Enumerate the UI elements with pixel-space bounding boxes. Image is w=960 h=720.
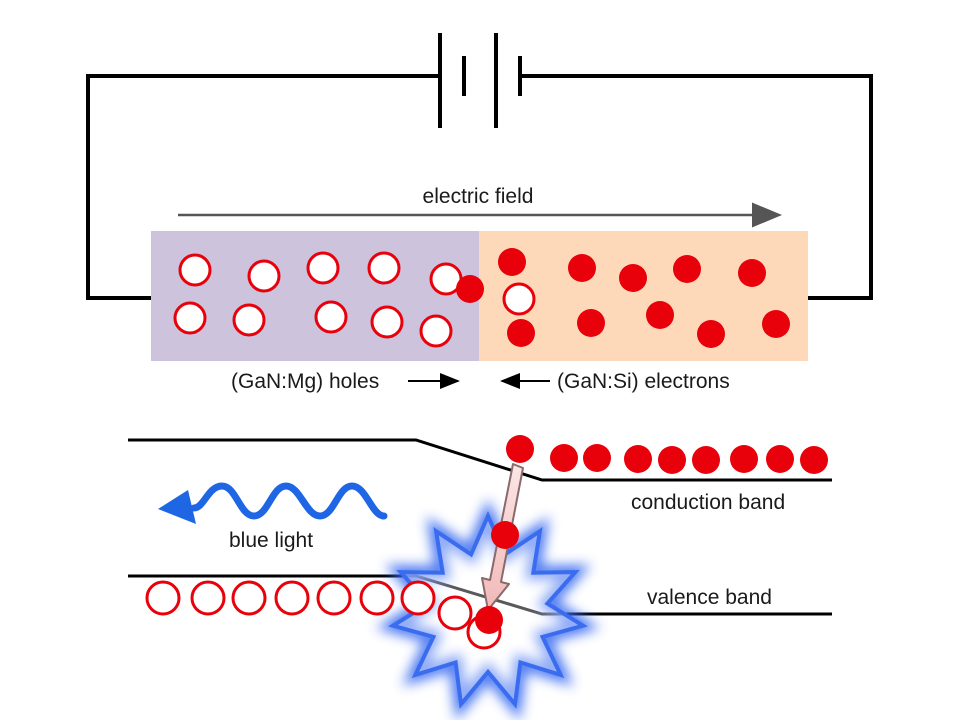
electron bbox=[800, 446, 828, 474]
holes-label: (GaN:Mg) holes bbox=[231, 370, 379, 393]
blue-light-label: blue light bbox=[229, 529, 313, 552]
hole bbox=[419, 314, 453, 348]
hole bbox=[190, 580, 226, 616]
electron bbox=[619, 264, 647, 292]
electron bbox=[766, 445, 794, 473]
electron bbox=[738, 259, 766, 287]
electron bbox=[624, 445, 652, 473]
hole bbox=[274, 580, 310, 616]
electron bbox=[506, 435, 534, 463]
valence-band-line bbox=[128, 574, 832, 616]
hole bbox=[437, 595, 473, 631]
circuit-wire bbox=[86, 74, 873, 300]
hole bbox=[173, 301, 207, 335]
hole bbox=[247, 259, 281, 293]
conduction-band-line bbox=[128, 438, 832, 482]
hole bbox=[400, 580, 436, 616]
electron bbox=[658, 446, 686, 474]
electron bbox=[583, 444, 611, 472]
hole bbox=[178, 253, 212, 287]
electron bbox=[730, 445, 758, 473]
electron bbox=[646, 301, 674, 329]
valence-band-label: valence band bbox=[647, 586, 772, 609]
hole bbox=[306, 251, 340, 285]
hole bbox=[314, 300, 348, 334]
hole bbox=[145, 580, 181, 616]
blue-light-arrowhead bbox=[158, 490, 196, 524]
electron bbox=[762, 310, 790, 338]
blue-light-wave bbox=[158, 482, 388, 524]
electron bbox=[491, 521, 519, 549]
electron bbox=[568, 254, 596, 282]
electron bbox=[577, 309, 605, 337]
hole bbox=[232, 303, 266, 337]
holes-group bbox=[173, 251, 536, 348]
hole bbox=[359, 580, 395, 616]
electric-field-label: electric field bbox=[423, 185, 534, 208]
conduction-band-label: conduction band bbox=[631, 491, 785, 514]
electrons-group bbox=[456, 248, 790, 348]
hole bbox=[316, 580, 352, 616]
battery-icon bbox=[438, 33, 522, 128]
electron bbox=[550, 444, 578, 472]
electron bbox=[697, 320, 725, 348]
electrons-label: (GaN:Si) electrons bbox=[557, 370, 730, 393]
hole bbox=[367, 251, 401, 285]
electron bbox=[507, 319, 535, 347]
hole bbox=[231, 580, 267, 616]
electron bbox=[692, 446, 720, 474]
electron bbox=[498, 248, 526, 276]
hole bbox=[502, 282, 536, 316]
electron bbox=[673, 255, 701, 283]
conduction-electrons-group bbox=[475, 435, 828, 634]
electron bbox=[456, 275, 484, 303]
electron bbox=[475, 606, 503, 634]
hole bbox=[370, 305, 404, 339]
